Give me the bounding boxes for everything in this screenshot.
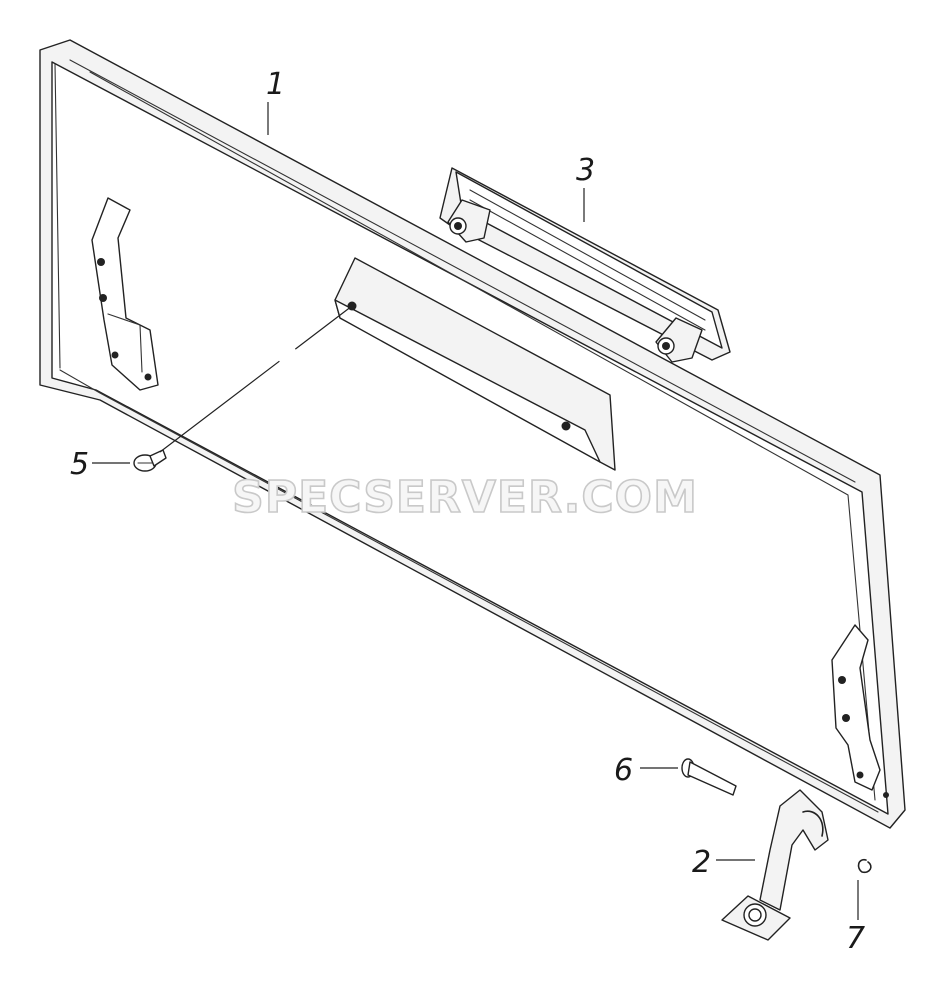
lamp-housing [439, 167, 731, 363]
callout-7: 7 [846, 880, 865, 956]
callout-label-2: 2 [692, 845, 711, 880]
spring-clip [857, 858, 872, 874]
callout-6: 6 [614, 753, 678, 788]
plate-frame [39, 39, 906, 829]
callout-label-5: 5 [70, 447, 89, 482]
callout-3: 3 [576, 153, 595, 222]
watermark-text: SPECSERVER.COM [232, 472, 698, 523]
callout-label-7: 7 [846, 921, 865, 956]
callout-label-6: 6 [614, 753, 633, 788]
screw [133, 449, 167, 472]
callout-label-3: 3 [576, 153, 595, 188]
callout-2: 2 [692, 845, 755, 880]
callout-5: 5 [70, 447, 130, 482]
mounting-bracket [721, 789, 829, 941]
callout-label-1: 1 [266, 67, 285, 102]
pin [681, 758, 737, 796]
callout-1: 1 [266, 67, 285, 135]
